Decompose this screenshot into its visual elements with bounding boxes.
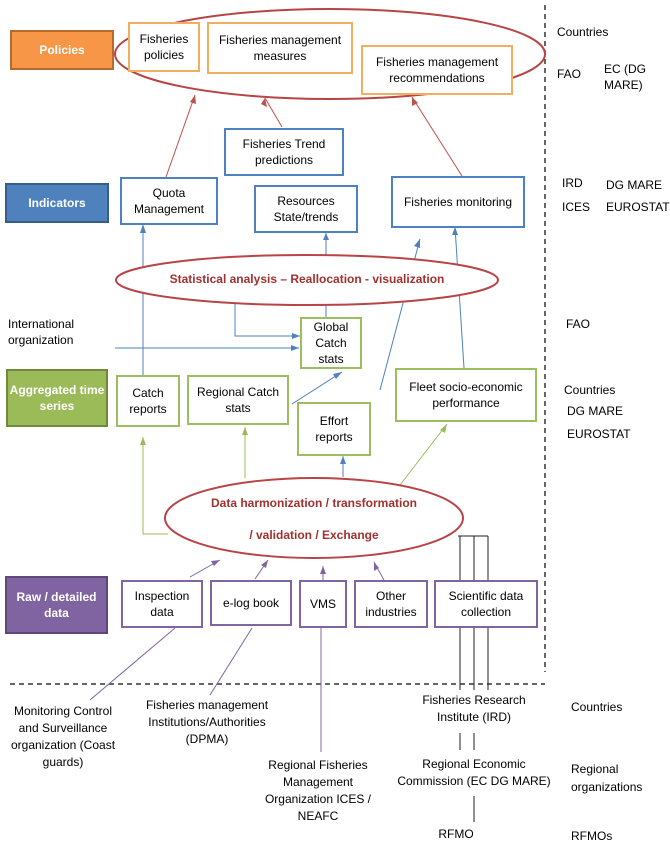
scientific-data-box: Scientific data collection bbox=[434, 580, 538, 628]
line-mcs-to-inspection bbox=[89, 627, 176, 701]
actor-countries-aggregated: Countries bbox=[564, 383, 616, 397]
tier-policies: Policies bbox=[10, 30, 114, 70]
fisheries-monitoring-box: Fisheries monitoring bbox=[391, 176, 525, 228]
vms-box: VMS bbox=[299, 580, 347, 628]
fisheries-policies-box: Fisheries policies bbox=[128, 22, 200, 72]
regional-catch-box: Regional Catch stats bbox=[187, 375, 289, 425]
tier-indicators: Indicators bbox=[5, 183, 109, 223]
arrow-harm-to-fleet bbox=[399, 423, 448, 486]
harmonization-label-line2: / validation / Exchange bbox=[249, 528, 379, 542]
actor-ird: IRD bbox=[562, 176, 583, 190]
global-catch-box: Global Catch stats bbox=[300, 317, 362, 369]
inspection-data-box: Inspection data bbox=[121, 580, 203, 628]
catch-reports-box: Catch reports bbox=[116, 375, 180, 427]
regional-fisheries-org-label: Regional Fisheries Management Organizati… bbox=[264, 758, 372, 823]
actor-rfmos: RFMOs bbox=[571, 829, 613, 843]
management-measures-box: Fisheries management measures bbox=[207, 22, 353, 74]
policies-ellipse bbox=[114, 8, 546, 100]
harmonization-ellipse bbox=[164, 477, 464, 559]
actor-dg-mare-aggregated: DG MARE bbox=[567, 404, 624, 418]
actor-ec-dg-mare: EC (DG MARE) bbox=[604, 62, 646, 92]
management-institutions-label: Fisheries management Institutions/Author… bbox=[145, 698, 269, 746]
actor-countries-top: Countries bbox=[557, 25, 609, 39]
arrow-regional-to-global bbox=[291, 371, 343, 405]
trend-predictions-box: Fisheries Trend predictions bbox=[224, 128, 344, 176]
actor-ices: ICES bbox=[562, 200, 591, 214]
harmonization-label-line1: Data harmonization / transformation bbox=[210, 496, 418, 510]
management-recommendations-box: Fisheries management recommendations bbox=[361, 45, 513, 95]
arrow-trend-to-policies bbox=[264, 97, 283, 128]
actor-dg-mare-indicators: DG MARE bbox=[606, 178, 663, 192]
effort-reports-box: Effort reports bbox=[297, 402, 371, 456]
economic-commission-label: Regional Economic Commission (EC DG MARE… bbox=[397, 757, 551, 788]
international-org-label: International organization bbox=[8, 317, 75, 347]
tier-raw: Raw / detailed data bbox=[5, 576, 108, 634]
fleet-performance-box: Fleet socio-economic performance bbox=[395, 368, 537, 422]
actor-eurostat-indicators: EUROSTAT bbox=[606, 200, 670, 214]
research-institute-label: Fisheries Research Institute (IRD) bbox=[422, 693, 526, 724]
actor-fao-mid: FAO bbox=[566, 317, 591, 331]
quota-management-box: Quota Management bbox=[120, 177, 218, 225]
arrow-fleet-to-monitoring bbox=[454, 226, 465, 369]
other-industries-box: Other industries bbox=[354, 580, 428, 628]
resources-state-box: Resources State/trends bbox=[254, 185, 358, 233]
rfmo-label: RFMO bbox=[438, 827, 474, 841]
arrow-monitoring-to-policies bbox=[411, 96, 463, 177]
actor-fao-top: FAO bbox=[557, 67, 582, 81]
statistical-analysis-label: Statistical analysis – Reallocation - vi… bbox=[169, 272, 445, 286]
elog-book-box: e-log book bbox=[210, 580, 292, 626]
arrow-quota-to-policies bbox=[165, 94, 196, 178]
statistical-ellipse bbox=[115, 254, 499, 306]
mcs-organization-label: Monitoring Control and Surveillance orga… bbox=[10, 704, 116, 769]
line-inst-to-elog bbox=[209, 627, 253, 696]
actor-regional-organizations: Regional organizations bbox=[571, 762, 643, 794]
actor-eurostat-aggregated: EUROSTAT bbox=[567, 427, 631, 441]
tier-aggregated: Aggregated time series bbox=[6, 369, 108, 427]
arrow-harm-to-catch bbox=[142, 437, 168, 535]
actor-countries-bottom: Countries bbox=[571, 700, 623, 714]
